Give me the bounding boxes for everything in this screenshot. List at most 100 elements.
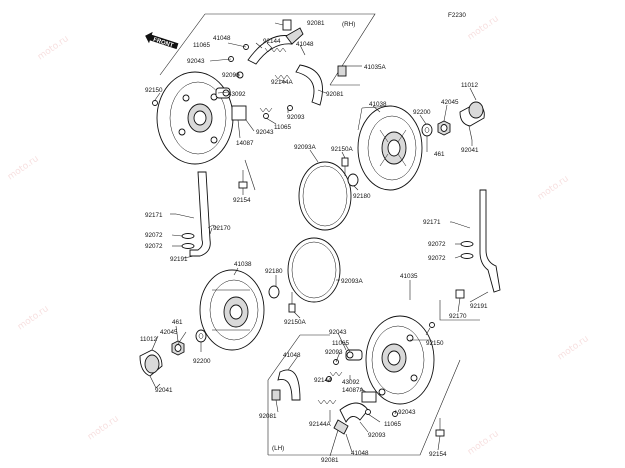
callout-92144: 92144	[263, 38, 281, 45]
callout-11012: 11012	[461, 82, 479, 89]
callout-11065: 11065	[193, 42, 211, 49]
callout-11065: 11065	[384, 421, 402, 428]
brake-shoe-rh-lower	[295, 64, 347, 106]
watermark-text: moto.ru	[536, 174, 571, 203]
o-ring-rh	[298, 161, 352, 231]
hub-hardware-lh	[139, 329, 207, 389]
callout-92081: 92081	[321, 457, 339, 464]
callout-92171: 92171	[423, 219, 441, 226]
o-ring-lh	[287, 237, 341, 303]
callout-92043: 92043	[256, 129, 274, 136]
callout-92081: 92081	[307, 20, 325, 27]
front-arrow: FRONT	[145, 31, 179, 49]
bolt-lh	[435, 418, 445, 437]
callout-92150: 92150	[426, 340, 444, 347]
backing-plate-lh	[365, 315, 435, 405]
callout-41048: 41048	[283, 352, 301, 359]
callout-92081: 92081	[259, 413, 277, 420]
callout-43092: 43092	[342, 379, 360, 386]
callout-92072: 92072	[145, 243, 163, 250]
callout-92150: 92150	[145, 87, 163, 94]
callout-43092: 43092	[228, 91, 246, 98]
callout-92150A: 92150A	[331, 146, 354, 153]
spring-rh	[259, 47, 291, 113]
callout-11065: 11065	[332, 340, 350, 347]
callout-92093A: 92093A	[341, 278, 364, 285]
callout-92144A: 92144A	[271, 79, 294, 86]
callout-11012: 11012	[140, 336, 158, 343]
callout-92043: 92043	[187, 58, 205, 65]
brake-drum-rh	[357, 105, 423, 191]
callout-92191: 92191	[170, 256, 188, 263]
callout-461: 461	[434, 151, 445, 158]
bolt-rh	[238, 170, 248, 189]
callout-92171: 92171	[145, 212, 163, 219]
callout-92041: 92041	[461, 147, 479, 154]
watermark-text: moto.ru	[86, 414, 121, 443]
hub-hardware-rh	[421, 101, 485, 141]
callout-14087: 14087	[236, 140, 254, 147]
spring-lh	[317, 371, 343, 405]
brake-drum-lh	[199, 269, 265, 351]
brake-cable-rh	[175, 171, 219, 257]
callout-92043: 92043	[398, 409, 416, 416]
callout-92093: 92093	[368, 432, 386, 439]
callout-92170: 92170	[213, 225, 231, 232]
pins-lh	[326, 322, 435, 417]
figure-code: F2230	[448, 12, 466, 19]
watermark-text: moto.ru	[36, 34, 71, 63]
callout-92154: 92154	[429, 451, 447, 458]
watermark-text: moto.ru	[556, 334, 591, 363]
callout-461: 461	[172, 319, 183, 326]
callout-labels: 92081 11065 41048 92144 41048 92043 9209…	[140, 20, 488, 464]
brake-shoe-lh-right	[333, 402, 369, 435]
watermark-text: moto.ru	[466, 429, 501, 458]
leader-lines	[151, 22, 489, 457]
callout-41038: 41038	[369, 101, 387, 108]
callout-92093: 92093	[287, 114, 305, 121]
callout-41035: 41035	[400, 273, 418, 280]
cam-lever-rh	[215, 87, 231, 99]
callout-92180: 92180	[353, 193, 371, 200]
callout-92081: 92081	[326, 91, 344, 98]
brake-shoe-lh-left	[271, 369, 301, 401]
watermark-text: moto.ru	[6, 154, 41, 183]
callout-14087A: 14087A	[342, 387, 365, 394]
callout-92154: 92154	[233, 197, 251, 204]
callout-92200: 92200	[193, 358, 211, 365]
callout-41048: 41048	[351, 450, 369, 457]
side-lh: (LH)	[272, 445, 284, 452]
watermark-text: moto.ru	[16, 304, 51, 333]
callout-92180: 92180	[265, 268, 283, 275]
callout-92144: 92144	[314, 377, 332, 384]
bolt-92150A-lh	[288, 292, 296, 313]
o-ring-small-rh	[347, 173, 359, 187]
o-ring-small-lh	[268, 285, 280, 299]
callout-11065: 11065	[274, 124, 292, 131]
cam-lever-lh	[345, 349, 363, 361]
lh-assembly-frame: (LH)	[267, 300, 480, 456]
rh-assembly-frame: (RH)	[159, 13, 376, 191]
callout-92200: 92200	[413, 109, 431, 116]
brake-cable-lh	[451, 189, 501, 299]
callout-42045: 42045	[160, 329, 178, 336]
callout-92093A: 92093A	[294, 144, 317, 151]
callout-92072: 92072	[428, 241, 446, 248]
callout-92170: 92170	[449, 313, 467, 320]
callout-42045: 42045	[441, 99, 459, 106]
callout-41048: 41048	[213, 35, 231, 42]
callout-92072: 92072	[428, 255, 446, 262]
side-rh: (RH)	[342, 21, 355, 28]
callout-92093: 92093	[325, 349, 343, 356]
callout-92150A: 92150A	[284, 319, 307, 326]
callout-92144A: 92144A	[309, 421, 332, 428]
callout-92041: 92041	[155, 387, 173, 394]
callout-92093: 92093	[222, 72, 240, 79]
backing-plate-rh	[156, 71, 234, 165]
callout-92043: 92043	[329, 329, 347, 336]
callout-41038: 41038	[234, 261, 252, 268]
callout-92072: 92072	[145, 232, 163, 239]
callout-92191: 92191	[470, 303, 488, 310]
brake-shoe-rh-upper	[247, 27, 304, 65]
